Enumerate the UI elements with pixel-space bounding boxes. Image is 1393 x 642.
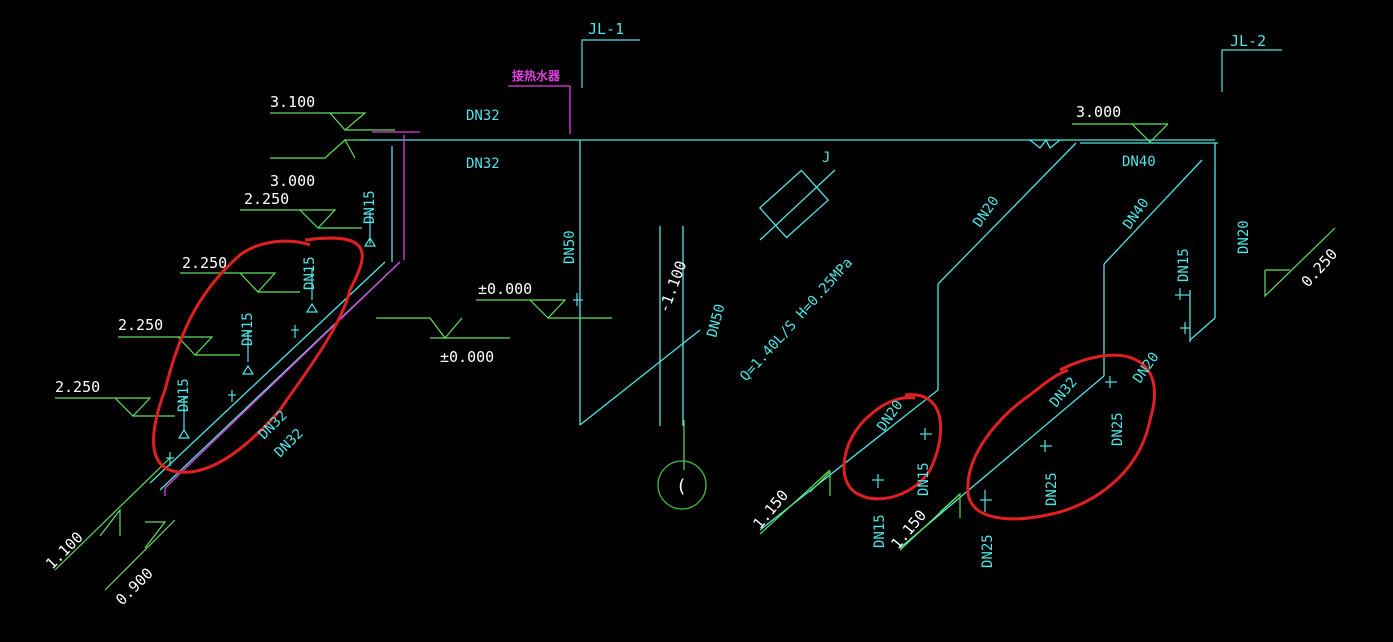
level-pm0-a: ±0.000	[478, 280, 532, 298]
label-dn20-c2: DN20	[1130, 349, 1162, 386]
hot-water-line	[164, 85, 571, 496]
label-dn20-right: DN20	[1236, 220, 1252, 254]
heater-label: 接热水器	[512, 68, 561, 83]
riser-flags	[581, 39, 1282, 92]
well-circle-icon	[657, 460, 707, 510]
pump-spec-label: Q=1.40L/S H=0.25MPa	[737, 255, 856, 385]
label-dn15-c: DN15	[176, 378, 192, 412]
level-3000-left: 3.000	[270, 172, 315, 190]
level-2250-a: 2.250	[244, 190, 289, 208]
label-dn20-mid: DN20	[970, 193, 1002, 230]
label-dn15-right: DN15	[1176, 248, 1192, 282]
red-markup	[152, 236, 1156, 521]
riser-jl1-label: JL-1	[588, 20, 624, 38]
label-dn50-vert: DN50	[562, 230, 578, 264]
label-dn15-riser: DN15	[362, 190, 378, 224]
well-mark-label: (	[676, 476, 687, 497]
level-3000-right: 3.000	[1076, 103, 1121, 121]
label-dn32-top: DN32	[466, 108, 500, 124]
fixture-taps	[166, 212, 1190, 512]
label-dn15-a: DN15	[302, 256, 318, 290]
markup-circle-right	[966, 353, 1156, 521]
label-dn40-top: DN40	[1122, 154, 1156, 170]
markup-circle-mid	[842, 393, 943, 501]
label-dn15-c1: DN15	[916, 462, 932, 496]
level-2250-d: 2.250	[55, 378, 100, 396]
label-dn20-c1: DN20	[874, 397, 906, 434]
level-2250-c: 2.250	[118, 316, 163, 334]
label-dn40-mid: DN40	[1120, 195, 1152, 232]
main-pipes	[149, 138, 1218, 549]
level-3100: 3.100	[270, 93, 315, 111]
riser-jl2-label: JL-2	[1230, 32, 1266, 50]
level-markers	[54, 112, 1336, 591]
markup-circle-left	[152, 236, 364, 474]
label-dn25-c2c: DN25	[980, 534, 996, 568]
level-2250-b: 2.250	[182, 254, 227, 272]
level-labels: 3.100 3.000 2.250 2.250 2.250 2.250 ±0.0…	[42, 93, 1341, 609]
pump-mark-label: J	[822, 150, 830, 166]
label-dn25-c2b: DN25	[1044, 472, 1060, 506]
level-1100: 1.100	[42, 528, 87, 573]
label-dn32-bottom: DN32	[466, 156, 500, 172]
level-0900: 0.900	[112, 564, 157, 609]
level-1150-b: 1.150	[887, 506, 930, 552]
label-dn15-b: DN15	[240, 312, 256, 346]
level-0250: 0.250	[1298, 245, 1342, 291]
label-dn15-c1b: DN15	[872, 514, 888, 548]
riser-labels: JL-1 JL-2	[588, 20, 1266, 50]
label-dn50-pump: DN50	[704, 302, 728, 339]
level-pm0-b: ±0.000	[440, 348, 494, 366]
label-dn25-c2a: DN25	[1110, 412, 1126, 446]
